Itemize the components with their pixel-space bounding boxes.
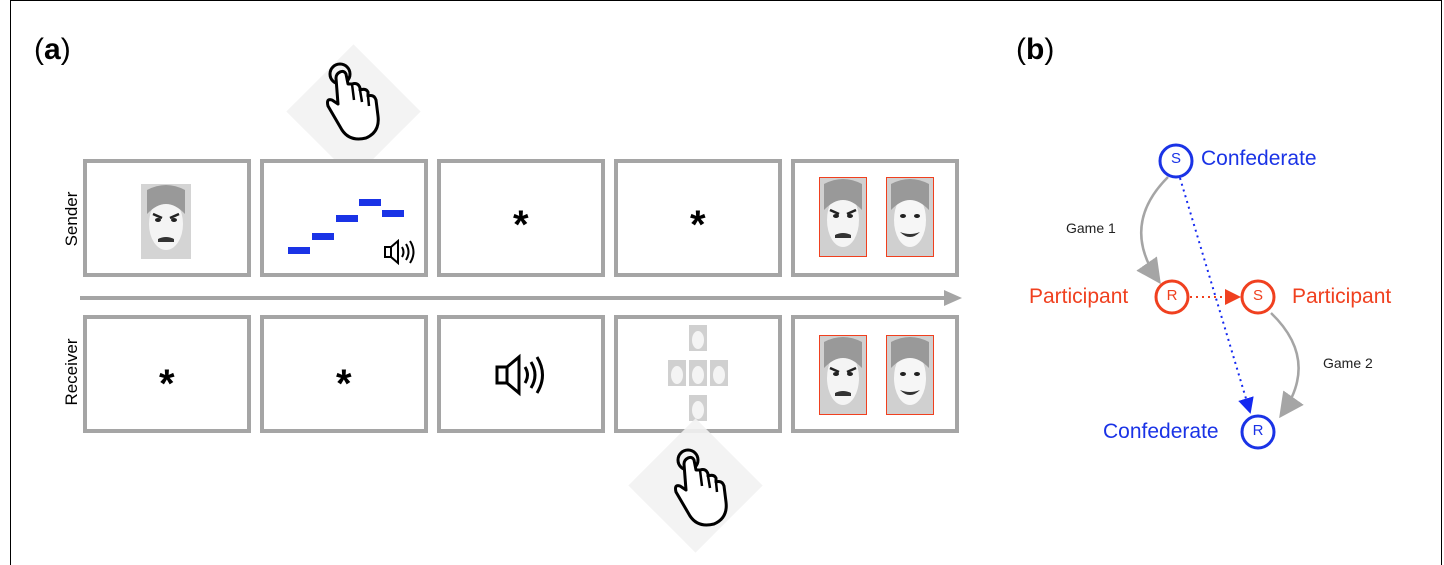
node-bottom xyxy=(1240,414,1276,450)
face-image-icon xyxy=(668,325,728,421)
face-choice-array xyxy=(668,325,728,421)
sender-row-label: Sender xyxy=(62,191,81,247)
receiver-box-4 xyxy=(614,315,782,433)
melody-notes-graphic xyxy=(288,199,404,254)
speaker-icon xyxy=(495,353,544,397)
angry-face-feedback-image xyxy=(819,177,867,257)
game1-edge xyxy=(1136,176,1169,285)
happy-face-feedback-image xyxy=(886,177,934,257)
panel-b-label: (b) xyxy=(1016,33,1055,66)
node-mid-left xyxy=(1154,279,1190,315)
panel-a-letter: a xyxy=(44,33,61,66)
angry-face-feedback-image xyxy=(819,335,867,415)
receiver-box-1: * xyxy=(83,315,251,433)
game1-label: Game 1 xyxy=(1066,220,1116,236)
node-mid-left-label: Participant xyxy=(1029,285,1129,308)
node-mid-left-letter: R xyxy=(1166,287,1178,304)
fixation-cross-icon: * xyxy=(336,362,352,406)
node-top-letter: S xyxy=(1170,150,1181,167)
game-diagram xyxy=(1136,143,1304,450)
node-top-label: Confederate xyxy=(1201,147,1317,170)
sender-box-2 xyxy=(260,159,428,277)
fixation-cross-icon: * xyxy=(513,203,529,247)
panel-b-letter: b xyxy=(1026,33,1045,66)
sender-box-3: * xyxy=(437,159,605,277)
fixation-cross-icon: * xyxy=(690,203,706,247)
sender-box-1 xyxy=(83,159,251,277)
node-bottom-label: Confederate xyxy=(1103,420,1219,443)
pointing-hand-icon xyxy=(674,448,728,527)
time-arrow xyxy=(80,290,962,306)
happy-face-feedback-image xyxy=(886,335,934,415)
sender-box-5 xyxy=(791,159,959,277)
node-mid-right-letter: S xyxy=(1252,287,1263,304)
receiver-box-5 xyxy=(791,315,959,433)
receiver-box-3 xyxy=(437,315,605,433)
blue-dotted-edge xyxy=(1179,177,1254,414)
sender-box-4: * xyxy=(614,159,782,277)
game2-label: Game 2 xyxy=(1323,355,1373,371)
figure-frame xyxy=(10,0,1442,565)
panel-a-label: (a) xyxy=(34,33,71,66)
receiver-box-2: * xyxy=(260,315,428,433)
node-top xyxy=(1158,143,1194,179)
node-bottom-letter: R xyxy=(1252,422,1264,439)
node-mid-right-label: Participant xyxy=(1292,285,1392,308)
receiver-row-label: Receiver xyxy=(62,338,81,406)
fixation-cross-icon: * xyxy=(159,362,175,406)
angry-face-image xyxy=(141,184,191,259)
game2-edge xyxy=(1270,312,1304,419)
pointing-hand-icon xyxy=(326,62,380,141)
node-mid-right xyxy=(1240,279,1276,315)
speaker-icon xyxy=(384,239,415,265)
